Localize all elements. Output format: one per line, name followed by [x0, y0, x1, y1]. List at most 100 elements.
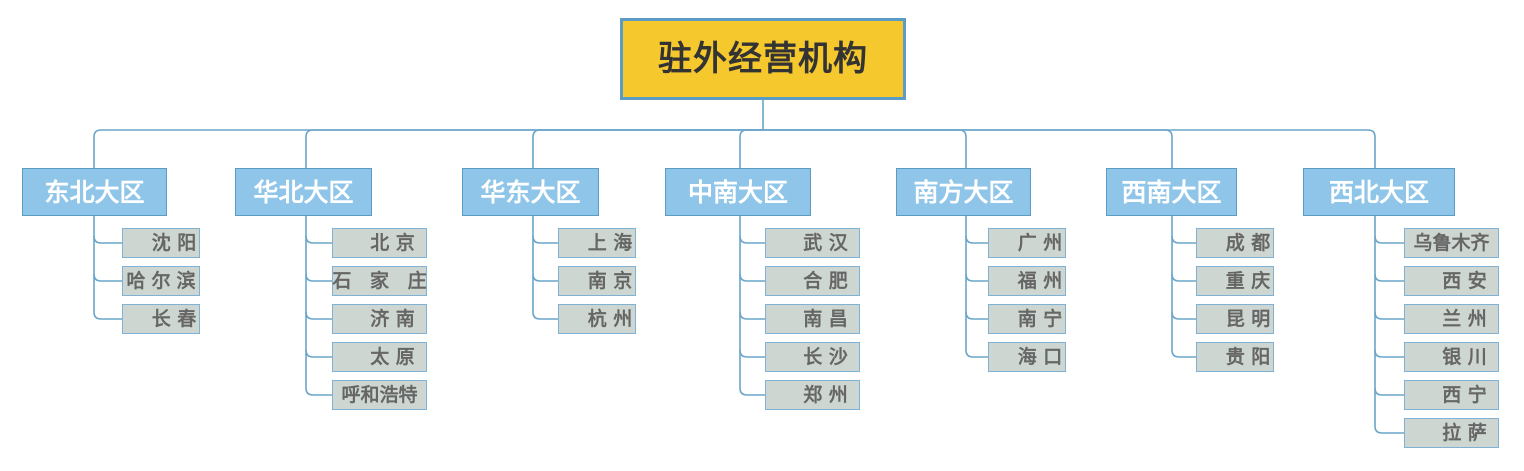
city-node-label: 福 州 — [1017, 269, 1063, 292]
region-node-south[interactable]: 南方大区 — [896, 168, 1031, 216]
city-node[interactable]: 贵 阳 — [1196, 342, 1274, 372]
city-node[interactable]: 上 海 — [558, 228, 636, 258]
city-node[interactable]: 石 家 庄 — [332, 266, 427, 296]
connector-southwest-city-1 — [1171, 273, 1196, 282]
city-node[interactable]: 哈尔滨 — [122, 266, 200, 296]
connector-east-city-0 — [532, 235, 558, 244]
connector-south-city-2 — [965, 311, 988, 320]
city-node[interactable]: 南 宁 — [988, 304, 1066, 334]
city-node[interactable]: 沈 阳 — [122, 228, 200, 258]
city-node-label: 兰 州 — [1442, 307, 1487, 330]
connector-northwest-city-2 — [1374, 311, 1404, 320]
connector-root-to-southwest — [763, 129, 1173, 168]
city-node[interactable]: 南 昌 — [765, 304, 860, 334]
connector-central-south-city-4 — [739, 387, 765, 396]
connector-south-city-1 — [965, 273, 988, 282]
city-node-label: 南 昌 — [803, 307, 848, 330]
connector-northeast-city-2 — [93, 311, 122, 320]
city-node[interactable]: 合 肥 — [765, 266, 860, 296]
connector-northwest-city-1 — [1374, 273, 1404, 282]
city-node-label: 重 庆 — [1225, 269, 1271, 292]
city-node-label: 广 州 — [1017, 231, 1063, 254]
city-node-label: 石 家 庄 — [332, 269, 433, 292]
city-node[interactable]: 成 都 — [1196, 228, 1274, 258]
city-node[interactable]: 武 汉 — [765, 228, 860, 258]
city-node-label: 南 宁 — [1017, 307, 1063, 330]
city-node-label: 北 京 — [370, 231, 415, 254]
region-node-label: 中南大区 — [687, 177, 788, 207]
connector-root-to-east — [532, 129, 763, 168]
city-node-label: 拉 萨 — [1442, 421, 1487, 444]
region-node-label: 华东大区 — [480, 177, 581, 207]
connector-root-to-northeast — [93, 129, 763, 168]
city-node[interactable]: 长 沙 — [765, 342, 860, 372]
connector-central-south-city-2 — [739, 311, 765, 320]
city-node[interactable]: 北 京 — [332, 228, 427, 258]
connector-southwest-city-2 — [1171, 311, 1196, 320]
root-node-label: 驻外经营机构 — [658, 39, 868, 79]
city-node[interactable]: 西 宁 — [1404, 380, 1499, 410]
city-node[interactable]: 福 州 — [988, 266, 1066, 296]
city-node-label: 南 京 — [587, 269, 633, 292]
city-node[interactable]: 昆 明 — [1196, 304, 1274, 334]
connector-root-to-south — [763, 129, 967, 168]
city-node[interactable]: 拉 萨 — [1404, 418, 1499, 448]
city-node-label: 海 口 — [1017, 345, 1063, 368]
city-node[interactable]: 海 口 — [988, 342, 1066, 372]
connector-east-city-1 — [532, 273, 558, 282]
region-node-northwest[interactable]: 西北大区 — [1303, 168, 1455, 216]
city-node[interactable]: 太 原 — [332, 342, 427, 372]
region-node-label: 华北大区 — [253, 177, 354, 207]
connector-southwest-city-0 — [1171, 235, 1196, 244]
connector-northeast-city-1 — [93, 273, 122, 282]
connector-southwest-city-3 — [1171, 349, 1196, 358]
city-node-label: 沈 阳 — [151, 231, 197, 254]
region-node-label: 西北大区 — [1328, 177, 1429, 207]
city-node[interactable]: 广 州 — [988, 228, 1066, 258]
city-node[interactable]: 银 川 — [1404, 342, 1499, 372]
city-node-label: 杭 州 — [587, 307, 633, 330]
connector-north-city-4 — [305, 387, 332, 396]
region-node-label: 西南大区 — [1121, 177, 1222, 207]
city-node[interactable]: 郑 州 — [765, 380, 860, 410]
connector-root-to-north — [305, 129, 763, 168]
region-node-southwest[interactable]: 西南大区 — [1106, 168, 1237, 216]
connector-north-city-3 — [305, 349, 332, 358]
city-node-label: 太 原 — [370, 345, 415, 368]
region-node-north[interactable]: 华北大区 — [235, 168, 372, 216]
city-node-label: 合 肥 — [803, 269, 848, 292]
city-node-label: 银 川 — [1442, 345, 1487, 368]
city-node-label: 西 安 — [1442, 269, 1487, 292]
city-node[interactable]: 长 春 — [122, 304, 200, 334]
city-node[interactable]: 西 安 — [1404, 266, 1499, 296]
city-node-label: 昆 明 — [1225, 307, 1271, 330]
region-node-northeast[interactable]: 东北大区 — [22, 168, 167, 216]
connector-root-to-northwest — [763, 129, 1376, 168]
root-node[interactable]: 驻外经营机构 — [620, 18, 906, 100]
connector-northwest-city-5 — [1374, 425, 1404, 434]
connector-northeast-city-0 — [93, 235, 122, 244]
connector-north-city-0 — [305, 235, 332, 244]
region-node-east[interactable]: 华东大区 — [462, 168, 599, 216]
city-node[interactable]: 乌鲁木齐 — [1404, 228, 1499, 258]
connector-central-south-city-1 — [739, 273, 765, 282]
region-node-central-south[interactable]: 中南大区 — [665, 168, 811, 216]
city-node[interactable]: 济 南 — [332, 304, 427, 334]
connector-root-to-central-south — [739, 129, 763, 168]
connector-east-city-2 — [532, 311, 558, 320]
connector-northwest-city-4 — [1374, 387, 1404, 396]
city-node-label: 西 宁 — [1442, 383, 1487, 406]
city-node-label: 济 南 — [370, 307, 415, 330]
city-node[interactable]: 兰 州 — [1404, 304, 1499, 334]
city-node-label: 武 汉 — [803, 231, 848, 254]
city-node[interactable]: 重 庆 — [1196, 266, 1274, 296]
city-node[interactable]: 呼和浩特 — [332, 380, 427, 410]
region-node-label: 南方大区 — [913, 177, 1014, 207]
city-node[interactable]: 杭 州 — [558, 304, 636, 334]
city-node[interactable]: 南 京 — [558, 266, 636, 296]
connector-north-city-2 — [305, 311, 332, 320]
city-node-label: 呼和浩特 — [341, 383, 418, 406]
city-node-label: 哈尔滨 — [126, 269, 202, 292]
connector-central-south-city-0 — [739, 235, 765, 244]
